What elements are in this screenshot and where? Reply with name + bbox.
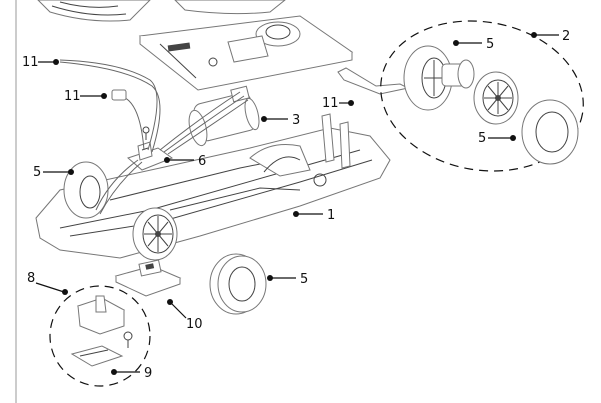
svg-text:11: 11: [22, 55, 39, 70]
chassis: [35, 113, 391, 259]
group-outline-8: [49, 285, 151, 387]
svg-text:8: 8: [27, 271, 35, 286]
interior-tray: [138, 15, 354, 91]
svg-text:2: 2: [562, 29, 570, 44]
svg-text:1: 1: [327, 208, 335, 223]
callout-1: 1: [293, 208, 335, 223]
guide-assembly: [49, 285, 151, 387]
svg-text:5: 5: [300, 272, 308, 287]
car-body-shell: [37, 0, 286, 22]
callout-5-left: 5: [33, 165, 74, 180]
callout-9: 9: [111, 366, 152, 381]
callout-6: 6: [164, 154, 206, 169]
svg-text:11: 11: [64, 89, 81, 104]
guide-screw: [123, 331, 133, 348]
callout-5-bottom: 5: [267, 272, 308, 287]
callout-2: 2: [531, 29, 570, 44]
wheel-assembly: [380, 20, 584, 172]
callout-11-middle: 11: [64, 89, 107, 104]
wire-connector: [111, 89, 127, 101]
svg-text:5: 5: [478, 131, 486, 146]
svg-text:6: 6: [198, 154, 206, 169]
svg-text:5: 5: [33, 165, 41, 180]
svg-text:5: 5: [486, 37, 494, 52]
callout-10: 10: [167, 299, 203, 332]
callout-11-right: 11: [322, 96, 354, 111]
svg-text:11: 11: [322, 96, 339, 111]
svg-text:10: 10: [186, 317, 203, 332]
callout-3: 3: [261, 113, 300, 128]
svg-text:9: 9: [144, 366, 152, 381]
light-module: [114, 259, 182, 297]
callout-5-gear: 5: [453, 37, 494, 52]
spare-tyre: [209, 253, 267, 315]
callout-5-tyre-right: 5: [478, 131, 516, 146]
callout-8: 8: [27, 271, 68, 295]
group-outline-2: [380, 20, 584, 172]
callout-11-top: 11: [22, 55, 59, 70]
bracket: [337, 67, 410, 95]
svg-text:3: 3: [292, 113, 300, 128]
screw: [142, 126, 150, 140]
chassis-wheel: [132, 207, 178, 261]
